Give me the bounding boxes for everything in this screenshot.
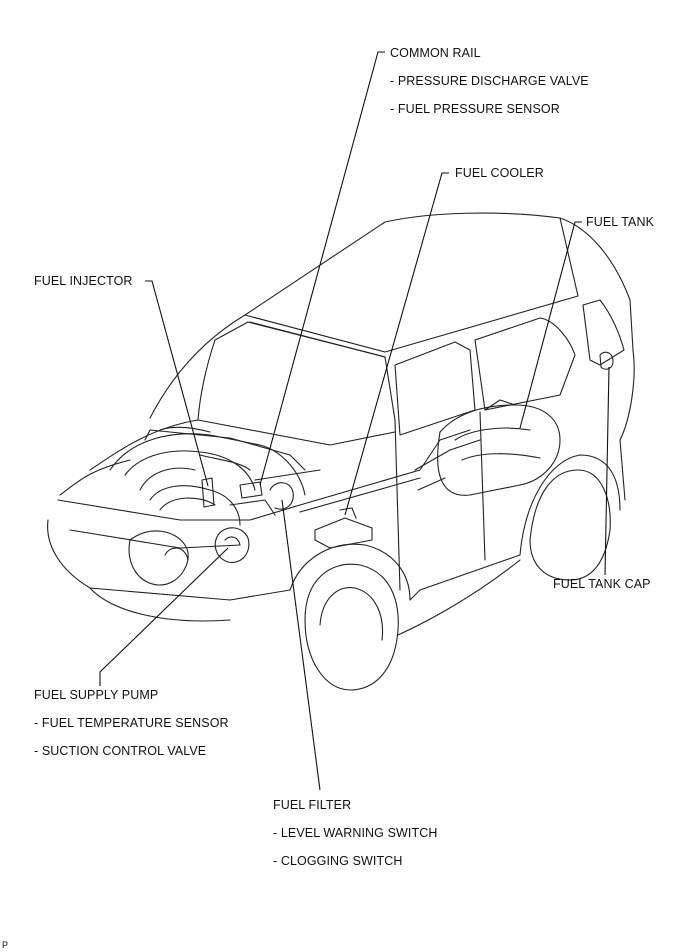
label-common-rail-sub1: - PRESSURE DISCHARGE VALVE	[390, 74, 589, 88]
label-common-rail: COMMON RAIL	[390, 46, 481, 60]
label-fuel-filter-sub2: - CLOGGING SWITCH	[273, 854, 403, 868]
leader-fuel-supply-pump	[99, 547, 229, 686]
label-fuel-supply-pump: FUEL SUPPLY PUMP	[34, 688, 159, 702]
corner-code: P	[2, 940, 9, 950]
label-fuel-cooler: FUEL COOLER	[455, 166, 544, 180]
leader-common-rail	[259, 51, 385, 486]
leader-fuel-injector	[145, 280, 209, 487]
label-fuel-supply-pump-sub1: - FUEL TEMPERATURE SENSOR	[34, 716, 229, 730]
label-fuel-filter-sub1: - LEVEL WARNING SWITCH	[273, 826, 438, 840]
label-fuel-filter: FUEL FILTER	[273, 798, 352, 812]
leader-fuel-tank	[519, 221, 582, 429]
label-fuel-tank: FUEL TANK	[586, 215, 655, 229]
label-common-rail-sub2: - FUEL PRESSURE SENSOR	[390, 102, 560, 116]
label-fuel-injector: FUEL INJECTOR	[34, 274, 133, 288]
label-fuel-tank-cap: FUEL TANK CAP	[553, 577, 651, 591]
label-fuel-supply-pump-sub2: - SUCTION CONTROL VALVE	[34, 744, 207, 758]
leader-fuel-tank-cap	[604, 366, 610, 576]
leader-fuel-cooler	[344, 172, 449, 516]
vehicle-body-outline	[149, 212, 635, 441]
leader-fuel-filter	[281, 499, 321, 791]
